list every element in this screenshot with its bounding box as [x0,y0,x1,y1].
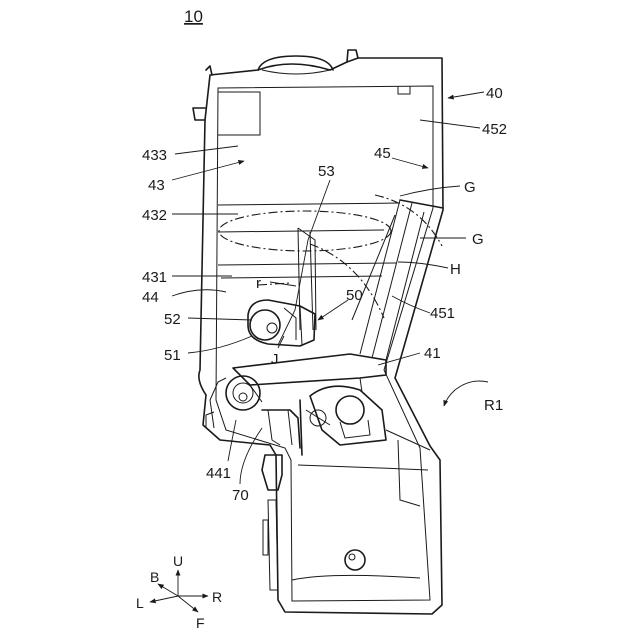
leader-50 [318,300,348,320]
label-433: 433 [142,147,167,164]
label-h: H [450,261,461,278]
label-51: 51 [164,347,181,364]
axis-left-label: L [136,595,144,611]
dashed-lines [219,195,442,318]
label-40: 40 [486,85,503,102]
container-body [193,50,443,614]
leader-40 [448,92,484,98]
leader-43 [172,161,244,180]
label-r1: R1 [484,397,503,414]
label-j: J [271,351,279,368]
label-g1: G [464,179,476,196]
label-452: 452 [482,121,507,138]
label-44: 44 [142,289,159,306]
axis-front-arrow [178,596,198,612]
axis-front-label: F [196,615,205,631]
label-41: 41 [424,345,441,362]
leader-45 [392,158,428,168]
figure-title: 10 [184,7,203,26]
axis-back-label: B [150,569,159,585]
label-52: 52 [164,311,181,328]
label-45: 45 [374,145,391,162]
label-451: 451 [430,305,455,322]
label-70: 70 [232,487,249,504]
label-432: 432 [142,207,167,224]
label-441: 441 [206,465,231,482]
label-431: 431 [142,269,167,286]
label-r: r [256,275,261,292]
label-53: 53 [318,163,335,180]
label-g2: G [472,231,484,248]
label-43: 43 [148,177,165,194]
label-50: 50 [346,287,363,304]
rotation-arrow-r1 [444,381,488,406]
axis-right-label: R [212,589,222,605]
axis-up-label: U [173,553,183,569]
axis-left-arrow [150,596,178,602]
axis-back-arrow [158,584,178,596]
direction-axes: U B L R F [136,553,222,631]
